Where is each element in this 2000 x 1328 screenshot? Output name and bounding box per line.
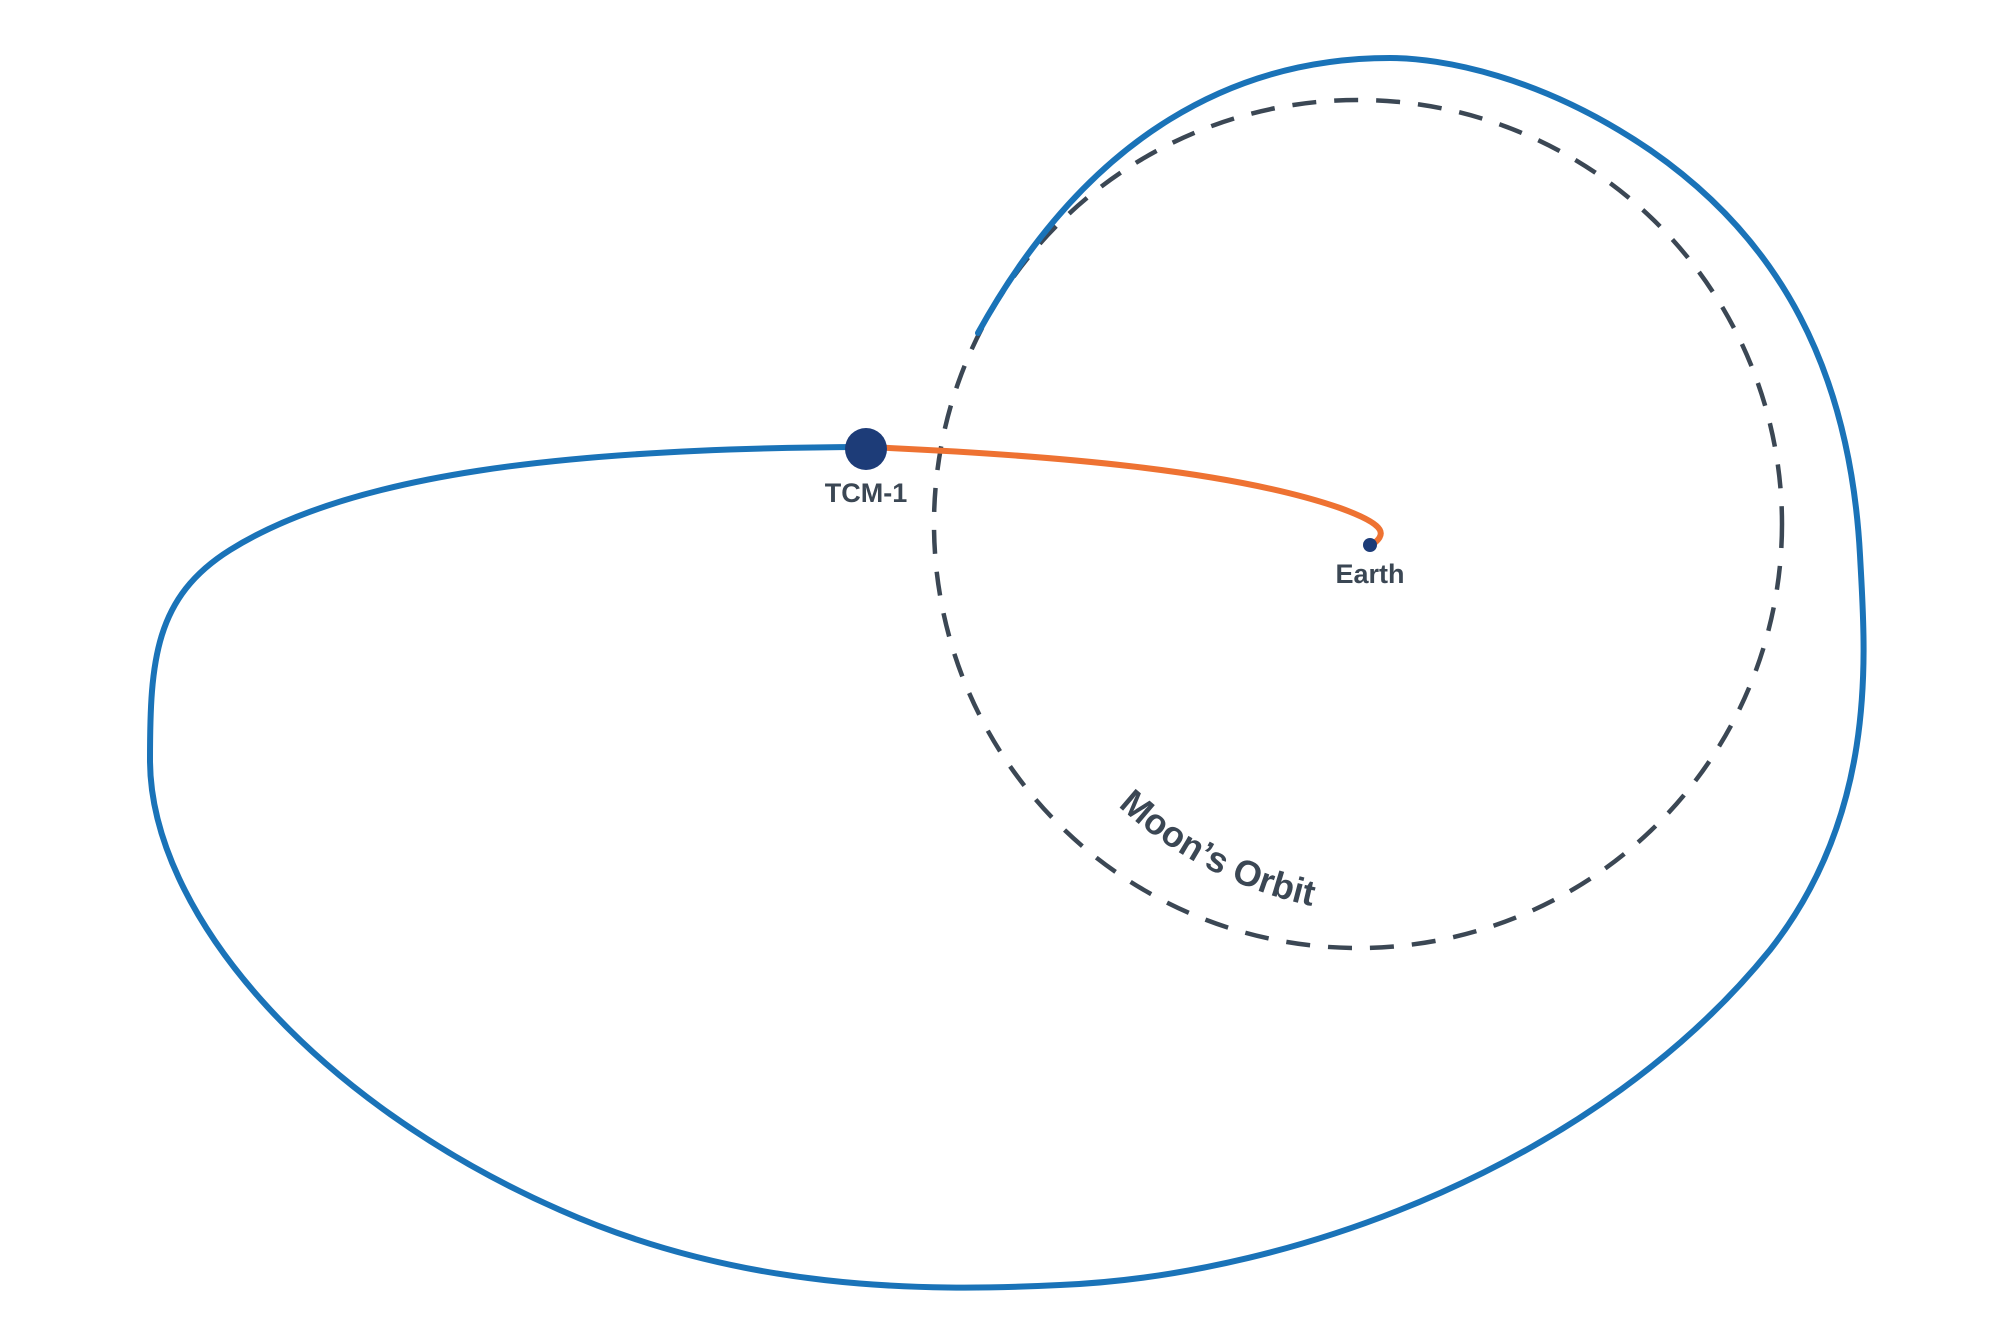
tcm1-marker (845, 428, 887, 470)
moon-orbit-circle (931, 97, 1785, 951)
tcm1-label: TCM-1 (825, 478, 908, 508)
moon-orbit-label-path: Moon’s Orbit (1113, 781, 1320, 914)
trajectory-path (146, 54, 1867, 1291)
earth-label: Earth (1335, 559, 1404, 589)
earth-marker (1363, 538, 1377, 552)
burn-arc-path (864, 444, 1384, 548)
moon-orbit-label: Moon’s Orbit (1113, 781, 1320, 914)
